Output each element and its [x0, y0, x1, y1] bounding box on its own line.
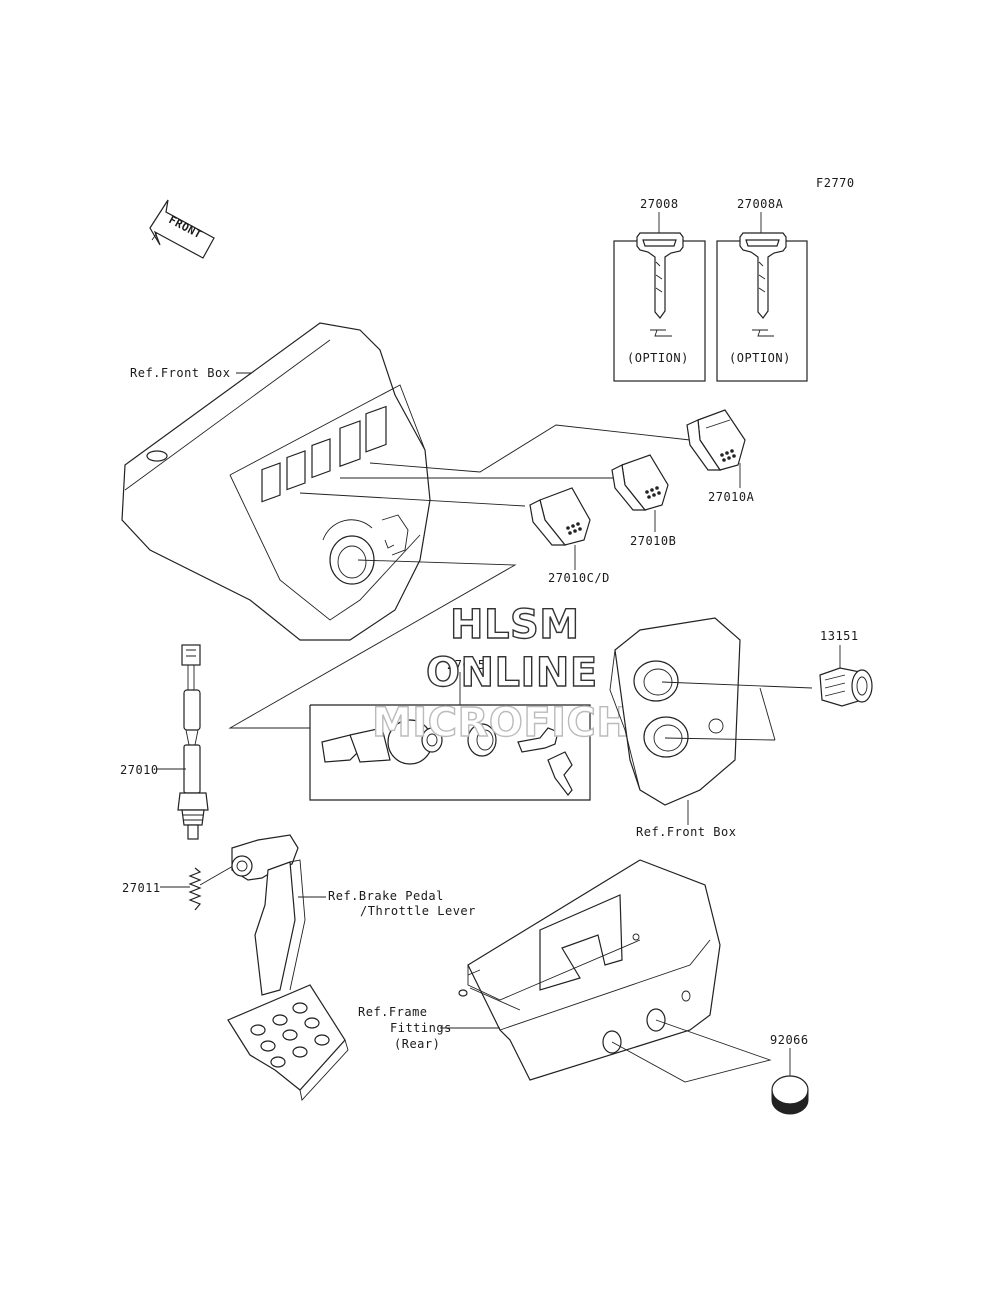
rocker-switch-27010CD: 27010C/D [529, 487, 610, 585]
ref-fittings: Fittings [390, 1021, 452, 1035]
part-number-27005: 27005 [447, 658, 486, 672]
spring-27011: 27011 [122, 861, 241, 911]
pedal-grip-holes [250, 1002, 330, 1068]
ref-throttle-lever: /Throttle Lever [360, 904, 476, 918]
option-note-27008A: (OPTION) [729, 351, 791, 365]
part-number-27010A: 27010A [708, 490, 755, 504]
front-box-side-panel: Ref.Front Box [609, 617, 741, 839]
ignition-switch-kit: 27005 [309, 658, 591, 801]
plug-cap-92066: 92066 [770, 1033, 809, 1115]
part-number-27011: 27011 [122, 881, 161, 895]
key-27008A-panel: 27008A (OPTION) [716, 197, 808, 382]
ref-front-box-right: Ref.Front Box [636, 825, 736, 839]
ref-brake-pedal: Ref.Brake Pedal [328, 889, 444, 903]
key-icon [636, 232, 684, 337]
part-number-27010: 27010 [120, 763, 159, 777]
part-number-27010B: 27010B [630, 534, 676, 548]
figure-code: F2770 [816, 176, 855, 190]
watermark-line3: MICROFICHE [372, 700, 658, 746]
watermark-line2: ONLINE [426, 650, 598, 696]
frame-fittings-rear: Ref.Frame Fittings (Rear) [358, 859, 772, 1083]
rocker-switch-27010A: 27010A [686, 409, 755, 504]
key-27008-panel: 27008 (OPTION) [613, 197, 706, 382]
part-number-13151: 13151 [820, 629, 859, 643]
part-number-27008A: 27008A [737, 197, 784, 211]
key-icon [739, 232, 787, 337]
brake-switch-27010: 27010 [120, 644, 209, 840]
front-box-dashboard [121, 322, 431, 641]
leader-lines-dashboard [228, 424, 691, 729]
option-note-27008: (OPTION) [627, 351, 689, 365]
part-number-92066: 92066 [770, 1033, 809, 1047]
ref-rear: (Rear) [394, 1037, 440, 1051]
brake-pedal: Ref.Brake Pedal /Throttle Lever [227, 834, 476, 1101]
ref-front-box-top: Ref.Front Box [130, 366, 230, 380]
watermark-line1: HLSM [450, 602, 580, 648]
rocker-switch-27010B: 27010B [611, 454, 676, 548]
front-arrow-icon: FRONT [149, 199, 215, 259]
part-number-27008: 27008 [640, 197, 679, 211]
watermark: HLSM ONLINE MICROFICHE [371, 601, 658, 746]
power-socket-13151: 13151 [661, 629, 873, 741]
part-number-27010CD: 27010C/D [548, 571, 610, 585]
ref-frame: Ref.Frame [358, 1005, 428, 1019]
